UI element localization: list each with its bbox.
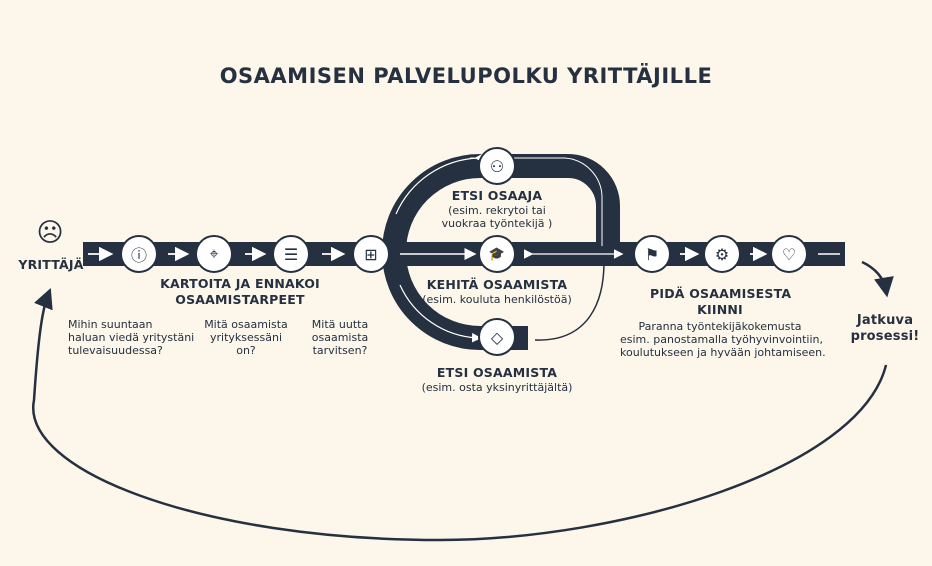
face-icon: ☹ [36, 218, 64, 248]
presenter-icon: ⚑ [633, 235, 671, 273]
person-icon: ⚇ [478, 147, 516, 185]
message-plus-icon: ⊞ [352, 235, 390, 273]
checklist-icon: ☰ [272, 235, 310, 273]
option-develop: KEHITÄ OSAAMISTA(esim. kouluta henkilöst… [422, 277, 572, 306]
heart-icon: ♡ [770, 235, 808, 273]
gear-icon: ⚙ [703, 235, 741, 273]
cycle-arrow-return [32, 288, 888, 542]
start-label: YRITTÄJÄ [18, 257, 84, 272]
option-buy-skills: ETSI OSAAMISTA(esim. osta yksinyrittäjäl… [421, 365, 573, 394]
page-title: OSAAMISEN PALVELUPOLKU YRITTÄJILLE [219, 64, 713, 88]
graduation-cap-icon: 🎓 [478, 235, 516, 273]
telescope-icon: ⌖ [195, 235, 233, 273]
cycle-arrow-top [861, 260, 894, 298]
diamond-icon: ◇ [478, 318, 516, 356]
info-icon: ⓘ [120, 235, 158, 273]
